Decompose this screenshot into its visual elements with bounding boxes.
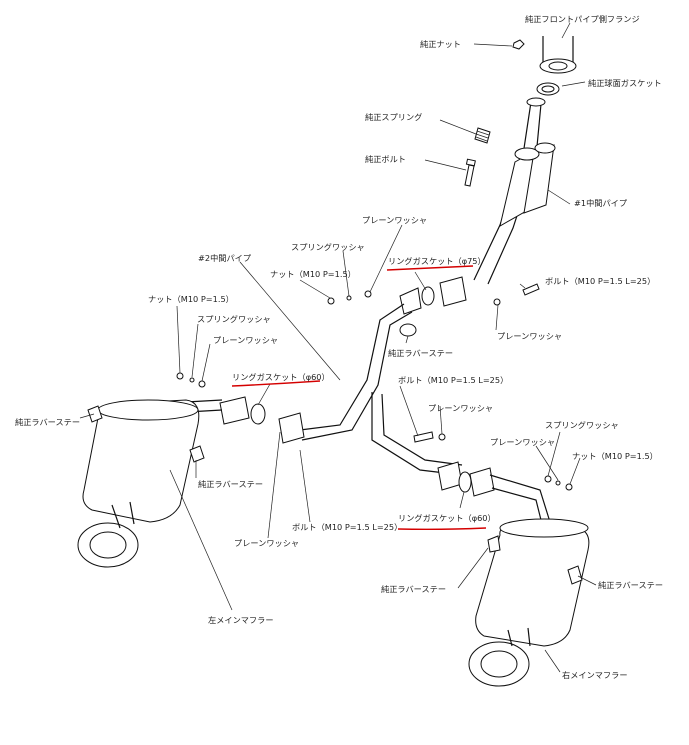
label-ring-gasket-75: リングガスケット（φ75） — [388, 256, 486, 266]
highlight-underlines — [231, 265, 487, 531]
label-nut-left: ナット（M10 P=1.5） — [148, 294, 234, 304]
right-joint-drawing — [413, 431, 573, 525]
label-plain-washer-top: プレーンワッシャ — [362, 215, 427, 225]
label-plain-washer-right-top: プレーンワッシャ — [497, 331, 562, 341]
labels: 純正フロントパイプ側フランジ 純正ナット 純正球面ガスケット 純正スプリング 純… — [15, 14, 663, 680]
mid-pipe-2-drawing — [176, 303, 463, 476]
label-bolt-center: ボルト（M10 P=1.5 L=25） — [398, 375, 508, 385]
label-oem-spherical-gasket: 純正球面ガスケット — [588, 78, 662, 88]
upper-joint-drawing — [327, 276, 540, 337]
label-spring-washer-right: スプリングワッシャ — [545, 420, 619, 430]
leader-lines — [79, 22, 597, 673]
label-nut-top: ナット（M10 P=1.5） — [270, 269, 356, 279]
ring-gasket-60-left-shape — [250, 403, 266, 425]
label-oem-rubber-stay-center: 純正ラバーステー — [388, 348, 453, 358]
rubber-stay-center-shape — [399, 323, 417, 337]
label-oem-spring: 純正スプリング — [365, 112, 422, 122]
label-plain-washer-right: プレーンワッシャ — [490, 437, 555, 447]
label-spring-washer-left: スプリングワッシャ — [197, 314, 271, 324]
label-oem-rubber-stay-right-bottom: 純正ラバーステー — [381, 584, 446, 594]
label-nut-right: ナット（M10 P=1.5） — [572, 451, 658, 461]
mid-pipe-1-drawing — [473, 97, 556, 285]
ring-gasket-60-right-shape — [458, 471, 472, 493]
label-ring-gasket-60-left: リングガスケット（φ60） — [232, 372, 330, 382]
oem-bolt-part — [464, 158, 476, 187]
rubber-stay-left-shape — [87, 405, 103, 423]
label-plain-washer-center: プレーンワッシャ — [428, 403, 493, 413]
left-main-muffler-drawing — [77, 399, 223, 568]
label-mid-pipe-1: #1中間パイプ — [574, 198, 628, 208]
label-spring-washer-top: スプリングワッシャ — [291, 242, 365, 252]
label-oem-rubber-stay-right: 純正ラバーステー — [598, 580, 663, 590]
label-oem-bolt: 純正ボルト — [365, 154, 406, 164]
label-plain-washer-left: プレーンワッシャ — [213, 335, 278, 345]
oem-nut-part — [512, 39, 525, 50]
label-oem-nut: 純正ナット — [420, 39, 461, 49]
oem-spring-part — [474, 127, 491, 144]
label-oem-rubber-stay-left2: 純正ラバーステー — [198, 479, 263, 489]
label-ring-gasket-60-right: リングガスケット（φ60） — [398, 513, 496, 523]
label-mid-pipe-2: #2中間パイプ — [198, 253, 252, 263]
label-oem-rubber-stay-left: 純正ラバーステー — [15, 417, 80, 427]
label-plain-washer-bottom: プレーンワッシャ — [234, 538, 299, 548]
label-bolt-bottom: ボルト（M10 P=1.5 L=25） — [292, 522, 402, 532]
label-right-main-muffler: 右メインマフラー — [562, 670, 628, 680]
label-left-main-muffler: 左メインマフラー — [208, 615, 274, 625]
label-bolt-right-top: ボルト（M10 P=1.5 L=25） — [545, 276, 655, 286]
right-main-muffler-drawing — [468, 518, 590, 687]
ring-gasket-75-shape — [421, 286, 435, 306]
label-front-flange: 純正フロントパイプ側フランジ — [525, 14, 640, 24]
front-pipe-flange-drawing — [536, 36, 577, 96]
